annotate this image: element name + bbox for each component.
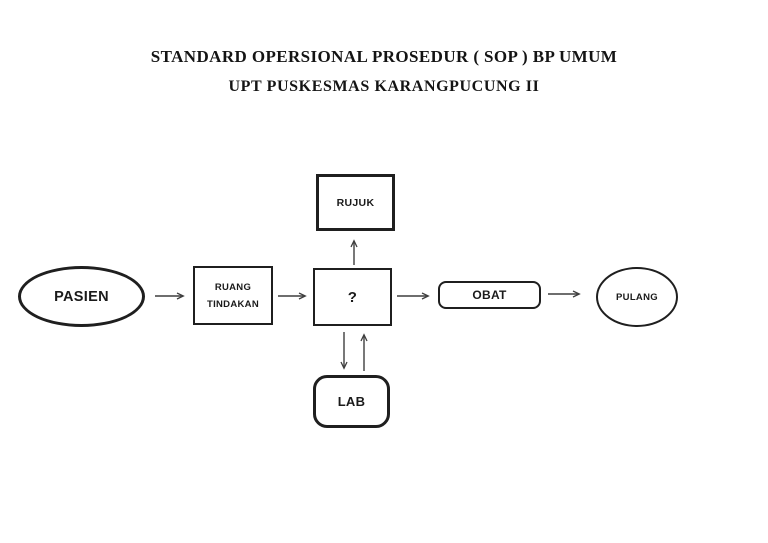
node-pulang: PULANG xyxy=(596,267,678,327)
node-obat: OBAT xyxy=(438,281,541,309)
node-ruang-tindakan: RUANG TINDAKAN xyxy=(193,266,273,325)
title-line-2: UPT PUSKESMAS KARANGPUCUNG II xyxy=(228,78,540,95)
node-ruang-tindakan-label-line2: TINDAKAN xyxy=(206,298,259,310)
node-lab-label: LAB xyxy=(337,394,366,409)
node-decision: ? xyxy=(313,268,392,326)
node-rujuk: RUJUK xyxy=(316,174,395,231)
node-pulang-label: PULANG xyxy=(616,291,658,303)
title-line-1: STANDARD OPERSIONAL PROSEDUR ( SOP ) BP … xyxy=(150,47,618,66)
node-pasien: PASIEN xyxy=(18,266,145,327)
node-lab: LAB xyxy=(313,375,390,428)
node-ruang-tindakan-label-line1: RUANG xyxy=(214,281,252,293)
node-obat-label: OBAT xyxy=(472,288,507,302)
node-pasien-label: PASIEN xyxy=(54,288,109,305)
page-title: STANDARD OPERSIONAL PROSEDUR ( SOP ) BP … xyxy=(0,47,768,96)
node-decision-label: ? xyxy=(347,288,358,306)
node-rujuk-label: RUJUK xyxy=(336,196,375,209)
